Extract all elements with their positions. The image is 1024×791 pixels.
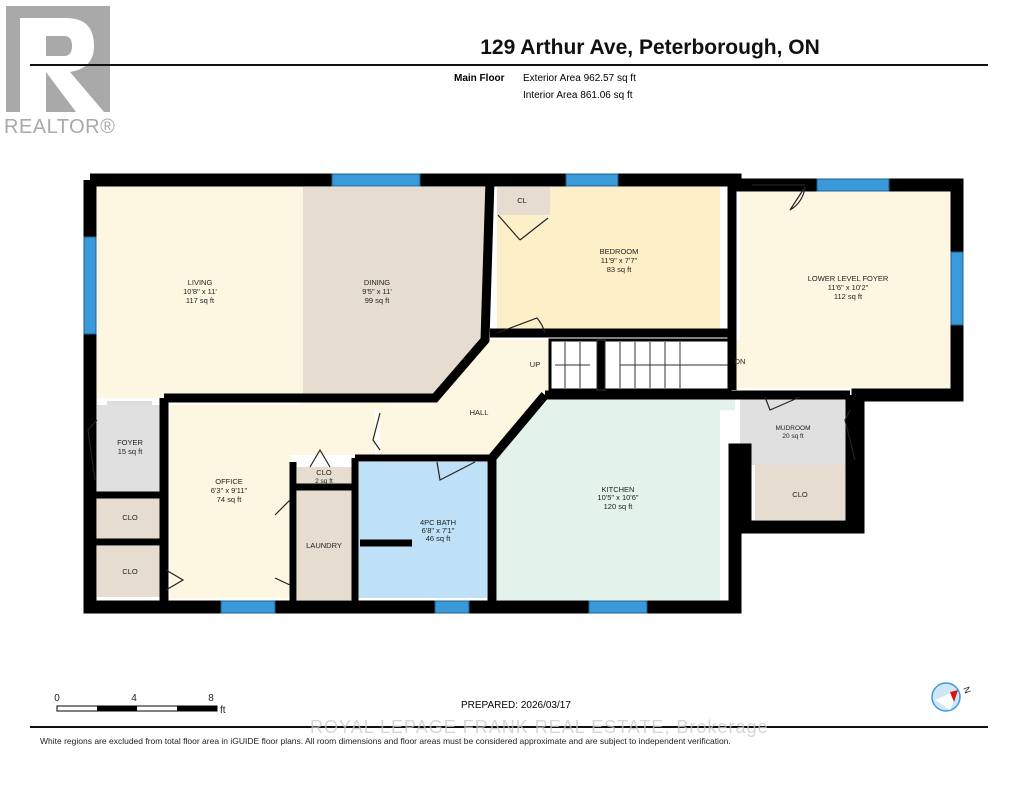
room-clo-3 [755,465,850,520]
walls [83,173,964,614]
room-living [97,187,303,398]
dining-label: DINING [364,278,390,287]
living-area: 117 sq ft [186,296,215,305]
foyer-label: FOYER [117,438,143,447]
clo-small-area: 2 sq ft [315,478,333,485]
room-dining [303,187,485,398]
divider [30,64,988,66]
clo-2-label: CLO [122,567,138,576]
room-cl [497,187,550,215]
laundry-label: LAUNDRY [306,541,342,550]
room-clo-small [297,467,352,485]
doors [87,184,856,591]
stairs [548,338,735,392]
compass-north-label: N [961,685,973,695]
bedroom-dims: 11'9" x 7'7" [601,256,638,265]
exterior-area: Exterior Area 962.57 sq ft [523,73,636,84]
living-dims: 10'8" x 11' [183,287,217,296]
scale-bar: 0 4 8 ft [54,693,226,716]
kitchen-area: 120 sq ft [604,502,634,511]
divider [30,726,988,728]
floor-label: Main Floor [454,73,505,84]
office-dims: 6'3" x 9'11" [211,486,248,495]
lower-foyer-label: LOWER LEVEL FOYER [808,274,889,283]
clo-1-label: CLO [122,513,138,522]
room-mudroom [740,398,850,465]
living-label: LIVING [188,278,213,287]
room-lower-level-foyer [740,192,950,388]
clo-small-label: CLO [316,468,332,477]
bath-dims: 6'8" x 7'1" [422,526,455,535]
kitchen-label: KITCHEN [602,485,635,494]
watermark: ROYAL LEPAGE FRANK REAL ESTATE, Brokerag… [310,717,769,737]
bath-area: 46 sq ft [426,534,452,543]
stairs-down-label: DN [735,357,746,366]
windows [83,173,964,614]
room-bath [358,462,487,598]
compass-icon: N [931,682,973,712]
foyer-area: 15 sq ft [118,447,144,456]
hall-label: HALL [470,408,489,417]
lower-foyer-dims: 11'6" x 10'2" [828,283,869,292]
stairs-up-label: UP [530,360,540,369]
dining-dims: 9'5" x 11' [362,287,392,296]
scale-label-4: 4 [131,693,137,704]
office-area: 74 sq ft [217,495,243,504]
scale-label-0: 0 [54,693,60,704]
office-label: OFFICE [215,477,243,486]
room-clo-2 [97,546,162,597]
interior-area: Interior Area 861.06 sq ft [523,90,633,101]
room-laundry [297,490,352,600]
bedroom-label: BEDROOM [600,247,639,256]
scale-unit: ft [220,705,226,716]
prepared-date: PREPARED: 2026/03/17 [461,700,571,711]
room-office [170,405,375,598]
cl-label: CL [517,196,527,205]
realtor-logo-text: REALTOR® [4,116,116,138]
mudroom-area: 20 sq ft [782,433,804,440]
room-foyer [97,405,162,493]
kitchen-dims: 10'5" x 10'6" [597,493,638,502]
page-title: 129 Arthur Ave, Peterborough, ON [480,36,820,59]
bedroom-area: 83 sq ft [607,265,633,274]
clo-3-label: CLO [792,490,808,499]
scale-label-8: 8 [208,693,214,704]
bath-label: 4PC BATH [420,518,456,527]
room-kitchen [497,398,735,600]
mudroom-label: MUDROOM [775,425,810,432]
lower-foyer-area: 112 sq ft [834,292,863,301]
dining-area: 99 sq ft [365,296,391,305]
disclaimer: White regions are excluded from total fl… [40,736,731,746]
room-clo-1 [97,497,162,540]
